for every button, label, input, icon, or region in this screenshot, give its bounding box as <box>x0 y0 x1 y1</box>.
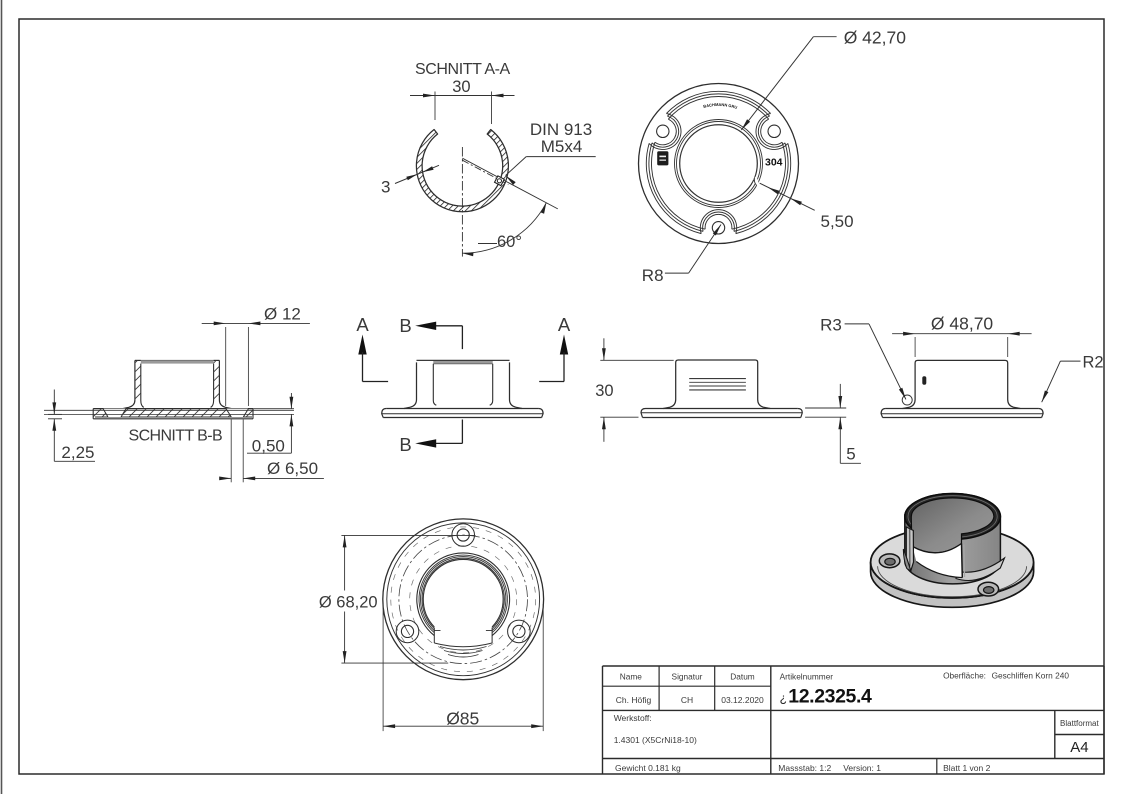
svg-text:CH: CH <box>681 695 693 705</box>
svg-text:12.2325.4: 12.2325.4 <box>788 685 872 707</box>
svg-text:Ø 68,20: Ø 68,20 <box>319 594 378 612</box>
svg-text:Geschliffen Korn 240: Geschliffen Korn 240 <box>992 671 1070 681</box>
svg-text:1.4301 (X5CrNi18-10): 1.4301 (X5CrNi18-10) <box>614 735 697 745</box>
svg-text:Ø 12: Ø 12 <box>264 305 301 324</box>
svg-text:Datum: Datum <box>730 672 755 682</box>
svg-text:Blattformat: Blattformat <box>1060 719 1099 728</box>
svg-text:B: B <box>399 434 411 455</box>
svg-text:Signatur: Signatur <box>672 672 703 682</box>
svg-text:R8: R8 <box>642 266 664 285</box>
svg-text:B: B <box>399 315 411 336</box>
svg-text:Werkstoff:: Werkstoff: <box>614 713 652 723</box>
svg-text:Oberfläche:: Oberfläche: <box>943 671 986 681</box>
svg-text:3: 3 <box>381 177 390 196</box>
svg-text:Blatt 1 von 2: Blatt 1 von 2 <box>943 763 991 773</box>
svg-text:A4: A4 <box>1070 739 1088 756</box>
svg-text:SCHNITT A-A: SCHNITT A-A <box>415 61 511 78</box>
svg-text:Gewicht 0.181 kg: Gewicht 0.181 kg <box>615 763 681 773</box>
svg-text:304: 304 <box>765 156 783 168</box>
svg-text:Ø 6,50: Ø 6,50 <box>267 459 318 478</box>
svg-text:Artikelnummer: Artikelnummer <box>780 672 834 682</box>
svg-text:R2: R2 <box>1083 354 1104 372</box>
svg-text:A: A <box>356 314 369 335</box>
svg-text:SCHNITT B-B: SCHNITT B-B <box>129 428 223 445</box>
svg-text:DIN 913: DIN 913 <box>530 120 592 139</box>
svg-text:30: 30 <box>595 382 613 400</box>
svg-text:5: 5 <box>846 444 855 463</box>
svg-text:5,50: 5,50 <box>821 212 854 231</box>
svg-text:2,25: 2,25 <box>61 443 94 462</box>
svg-text:¿: ¿ <box>780 691 787 705</box>
svg-text:Ø 42,70: Ø 42,70 <box>844 28 907 48</box>
svg-text:Ø85: Ø85 <box>446 709 479 729</box>
svg-text:A: A <box>558 314 571 335</box>
svg-text:Version: 1: Version: 1 <box>843 763 881 773</box>
svg-text:60°: 60° <box>497 233 522 251</box>
svg-text:M5x4: M5x4 <box>541 137 583 156</box>
svg-text:0,50: 0,50 <box>252 436 285 455</box>
svg-text:R3: R3 <box>820 315 842 334</box>
svg-text:03.12.2020: 03.12.2020 <box>721 695 764 705</box>
svg-text:Massstab: 1:2: Massstab: 1:2 <box>778 763 831 773</box>
svg-text:Ch. Höfig: Ch. Höfig <box>616 695 652 705</box>
svg-text:Ø 48,70: Ø 48,70 <box>931 314 994 334</box>
svg-text:Name: Name <box>620 672 643 682</box>
svg-text:30: 30 <box>452 78 470 96</box>
